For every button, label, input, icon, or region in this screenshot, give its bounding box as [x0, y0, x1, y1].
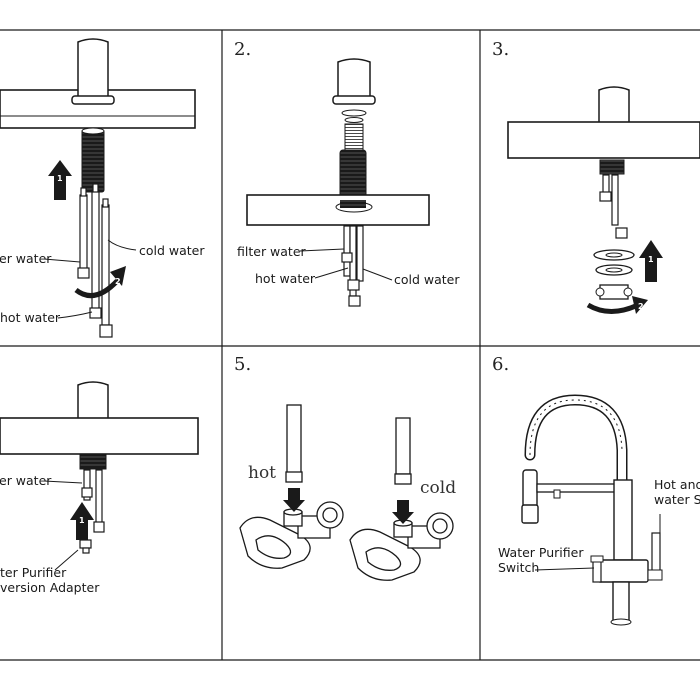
step-4-panel: 1 er water ter Purifier version Adapter [0, 381, 199, 595]
up-arrow-icon [70, 502, 94, 540]
svg-text:2: 2 [638, 302, 644, 311]
down-arrow-icon [283, 488, 305, 512]
svg-text:1: 1 [79, 516, 85, 525]
hot-label: hot [248, 463, 276, 483]
rotate-arrow-icon [586, 302, 640, 314]
svg-text:1: 1 [648, 255, 654, 264]
hot-water-label: hot water [0, 310, 61, 325]
filter-water-label: filter water [237, 244, 307, 259]
purifier-label-line2: Switch [498, 560, 539, 575]
step-number: 5. [234, 354, 251, 375]
step-2-panel: 2. filter water hot water cold water [234, 39, 460, 307]
step-1-panel: 1 2 er water cold water hot water [0, 38, 205, 338]
filter-water-label: er water [0, 251, 52, 266]
mixer-label-line2: water Sw [654, 492, 700, 507]
adapter-label-line1: ter Purifier [0, 565, 67, 580]
step-5-panel: 5. hot cold [234, 354, 456, 581]
step-6-panel: 6. Hot and water Sw Water Purifier Switc… [492, 354, 700, 626]
cold-water-label: cold water [394, 272, 460, 287]
hot-water-label: hot water [255, 271, 316, 286]
cold-water-label: cold water [139, 243, 205, 258]
svg-text:2: 2 [115, 277, 121, 286]
rotate-arrow-icon [74, 278, 120, 299]
down-arrow-icon [392, 500, 414, 524]
mixer-label-line1: Hot and [654, 477, 700, 492]
svg-text:1: 1 [57, 174, 63, 183]
up-arrow-icon [639, 240, 663, 282]
step-number: 3. [492, 39, 509, 60]
cold-label: cold [420, 478, 456, 498]
step-number: 6. [492, 354, 509, 375]
up-arrow-icon [48, 160, 72, 200]
purifier-label-line1: Water Purifier [498, 545, 584, 560]
adapter-label-line2: version Adapter [0, 580, 100, 595]
step-number: 2. [234, 39, 251, 60]
panel-grid [0, 29, 700, 661]
filter-water-label: er water [0, 473, 52, 488]
step-3-panel: 3. 1 2 [492, 39, 700, 314]
